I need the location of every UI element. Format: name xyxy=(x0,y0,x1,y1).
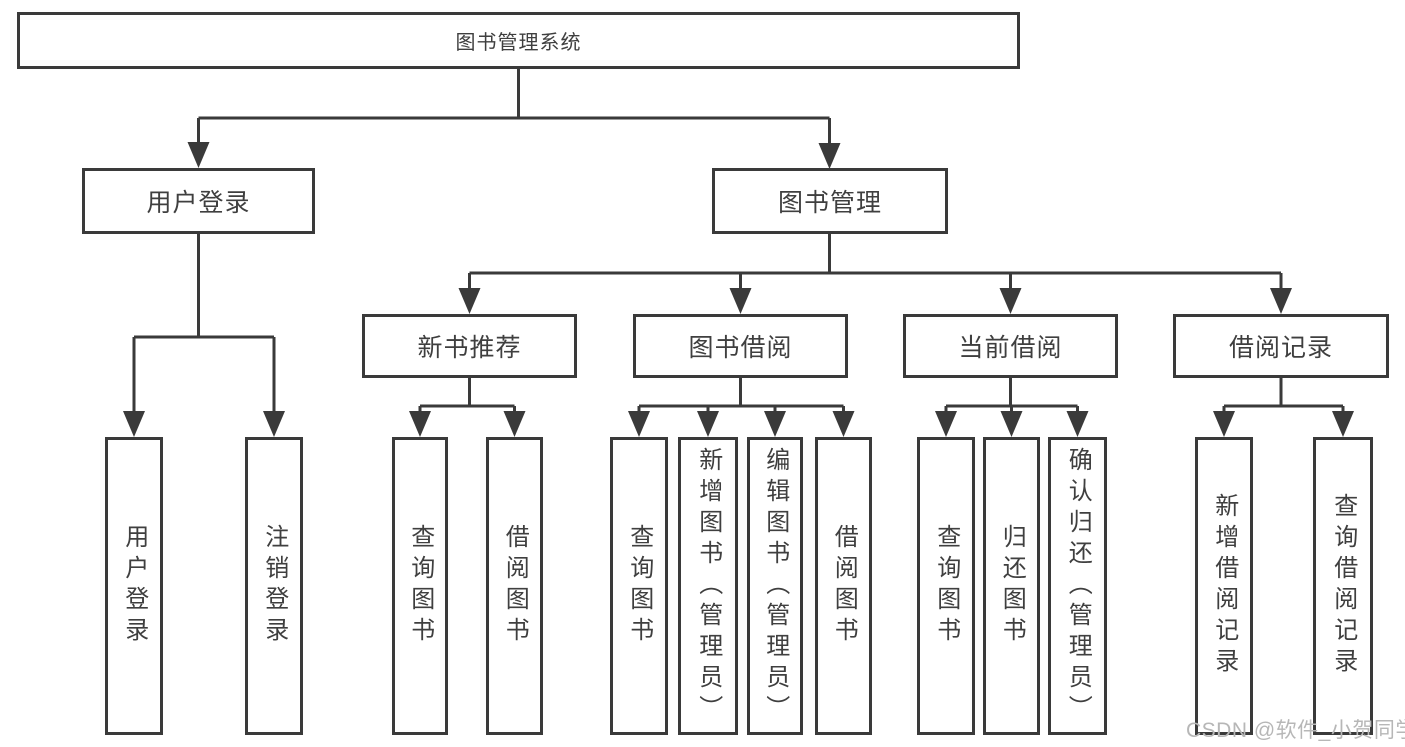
arrowhead xyxy=(818,143,841,169)
arrowhead xyxy=(1332,411,1354,437)
connector-borrow xyxy=(637,378,845,419)
connector-records xyxy=(1222,378,1345,419)
node-borrow-records-label: 借阅记录 xyxy=(1228,334,1333,362)
node-current-borrow-label: 当前借阅 xyxy=(958,334,1063,362)
arrowhead xyxy=(1270,288,1292,314)
arrowhead xyxy=(935,411,957,437)
node-book-manage: 图书管理 xyxy=(712,168,948,234)
leaf-user-login: 用户登录 xyxy=(105,437,163,735)
leaf-edit-book-admin-label: 编辑图书（管理员） xyxy=(761,446,789,726)
arrowhead xyxy=(729,288,752,314)
node-current-borrow: 当前借阅 xyxy=(903,314,1118,378)
connector-login xyxy=(132,233,276,419)
leaf-confirm-return-admin: 确认归还（管理员） xyxy=(1048,437,1107,735)
arrowhead xyxy=(999,288,1022,314)
node-user-login: 用户登录 xyxy=(82,168,315,234)
leaf-logout: 注销登录 xyxy=(245,437,303,735)
arrowhead xyxy=(263,411,285,437)
connector-root xyxy=(197,68,831,151)
leaf-borrow-book-label: 借阅图书 xyxy=(830,524,858,648)
leaf-return-book-label: 归还图书 xyxy=(998,524,1026,648)
leaf-query-borrow-record: 查询借阅记录 xyxy=(1313,437,1373,735)
leaf-confirm-return-admin-label: 确认归还（管理员） xyxy=(1064,446,1092,726)
connector-current xyxy=(944,378,1079,419)
leaf-query-book-recommend-label: 查询图书 xyxy=(406,524,434,648)
leaf-edit-book-admin: 编辑图书（管理员） xyxy=(747,437,803,735)
node-new-book-recommend: 新书推荐 xyxy=(362,314,577,378)
arrowhead xyxy=(1213,411,1235,437)
connector-recommend xyxy=(418,378,516,419)
arrowhead xyxy=(628,411,650,437)
arrowhead xyxy=(458,288,481,314)
leaf-logout-label: 注销登录 xyxy=(260,524,288,648)
node-borrow-records: 借阅记录 xyxy=(1173,314,1389,378)
node-user-login-label: 用户登录 xyxy=(146,189,251,217)
connector-manage xyxy=(468,233,1283,296)
node-book-borrow: 图书借阅 xyxy=(633,314,848,378)
node-root-label: 图书管理系统 xyxy=(455,32,582,54)
node-root: 图书管理系统 xyxy=(17,12,1020,69)
arrowhead xyxy=(697,411,719,437)
leaf-user-login-label: 用户登录 xyxy=(120,524,148,648)
csdn-watermark: CSDN @软件_小贺同学 xyxy=(1186,719,1405,742)
node-book-borrow-label: 图书借阅 xyxy=(688,334,793,362)
arrowhead xyxy=(1066,411,1089,437)
leaf-return-book: 归还图书 xyxy=(983,437,1040,735)
node-book-manage-label: 图书管理 xyxy=(777,189,882,217)
leaf-query-book-current-label: 查询图书 xyxy=(932,524,960,648)
leaf-borrow-book-recommend: 借阅图书 xyxy=(486,437,543,735)
leaf-add-borrow-record-label: 新增借阅记录 xyxy=(1210,493,1238,679)
leaf-query-borrow-record-label: 查询借阅记录 xyxy=(1329,493,1357,679)
leaf-query-book-borrow-label: 查询图书 xyxy=(625,524,653,648)
leaf-query-book-current: 查询图书 xyxy=(917,437,975,735)
leaf-borrow-book-recommend-label: 借阅图书 xyxy=(501,524,529,648)
arrowhead xyxy=(187,142,210,168)
arrowhead xyxy=(123,411,145,437)
node-new-book-recommend-label: 新书推荐 xyxy=(417,334,522,362)
arrowhead xyxy=(409,411,431,437)
arrowhead xyxy=(764,411,786,437)
leaf-query-book-recommend: 查询图书 xyxy=(392,437,448,735)
leaf-borrow-book: 借阅图书 xyxy=(815,437,872,735)
arrowhead xyxy=(832,411,855,437)
leaf-query-book-borrow: 查询图书 xyxy=(610,437,668,735)
leaf-add-book-admin: 新增图书（管理员） xyxy=(678,437,738,735)
leaf-add-borrow-record: 新增借阅记录 xyxy=(1195,437,1253,735)
leaf-add-book-admin-label: 新增图书（管理员） xyxy=(694,446,722,726)
arrowhead xyxy=(1000,411,1023,437)
arrowhead xyxy=(503,411,526,437)
